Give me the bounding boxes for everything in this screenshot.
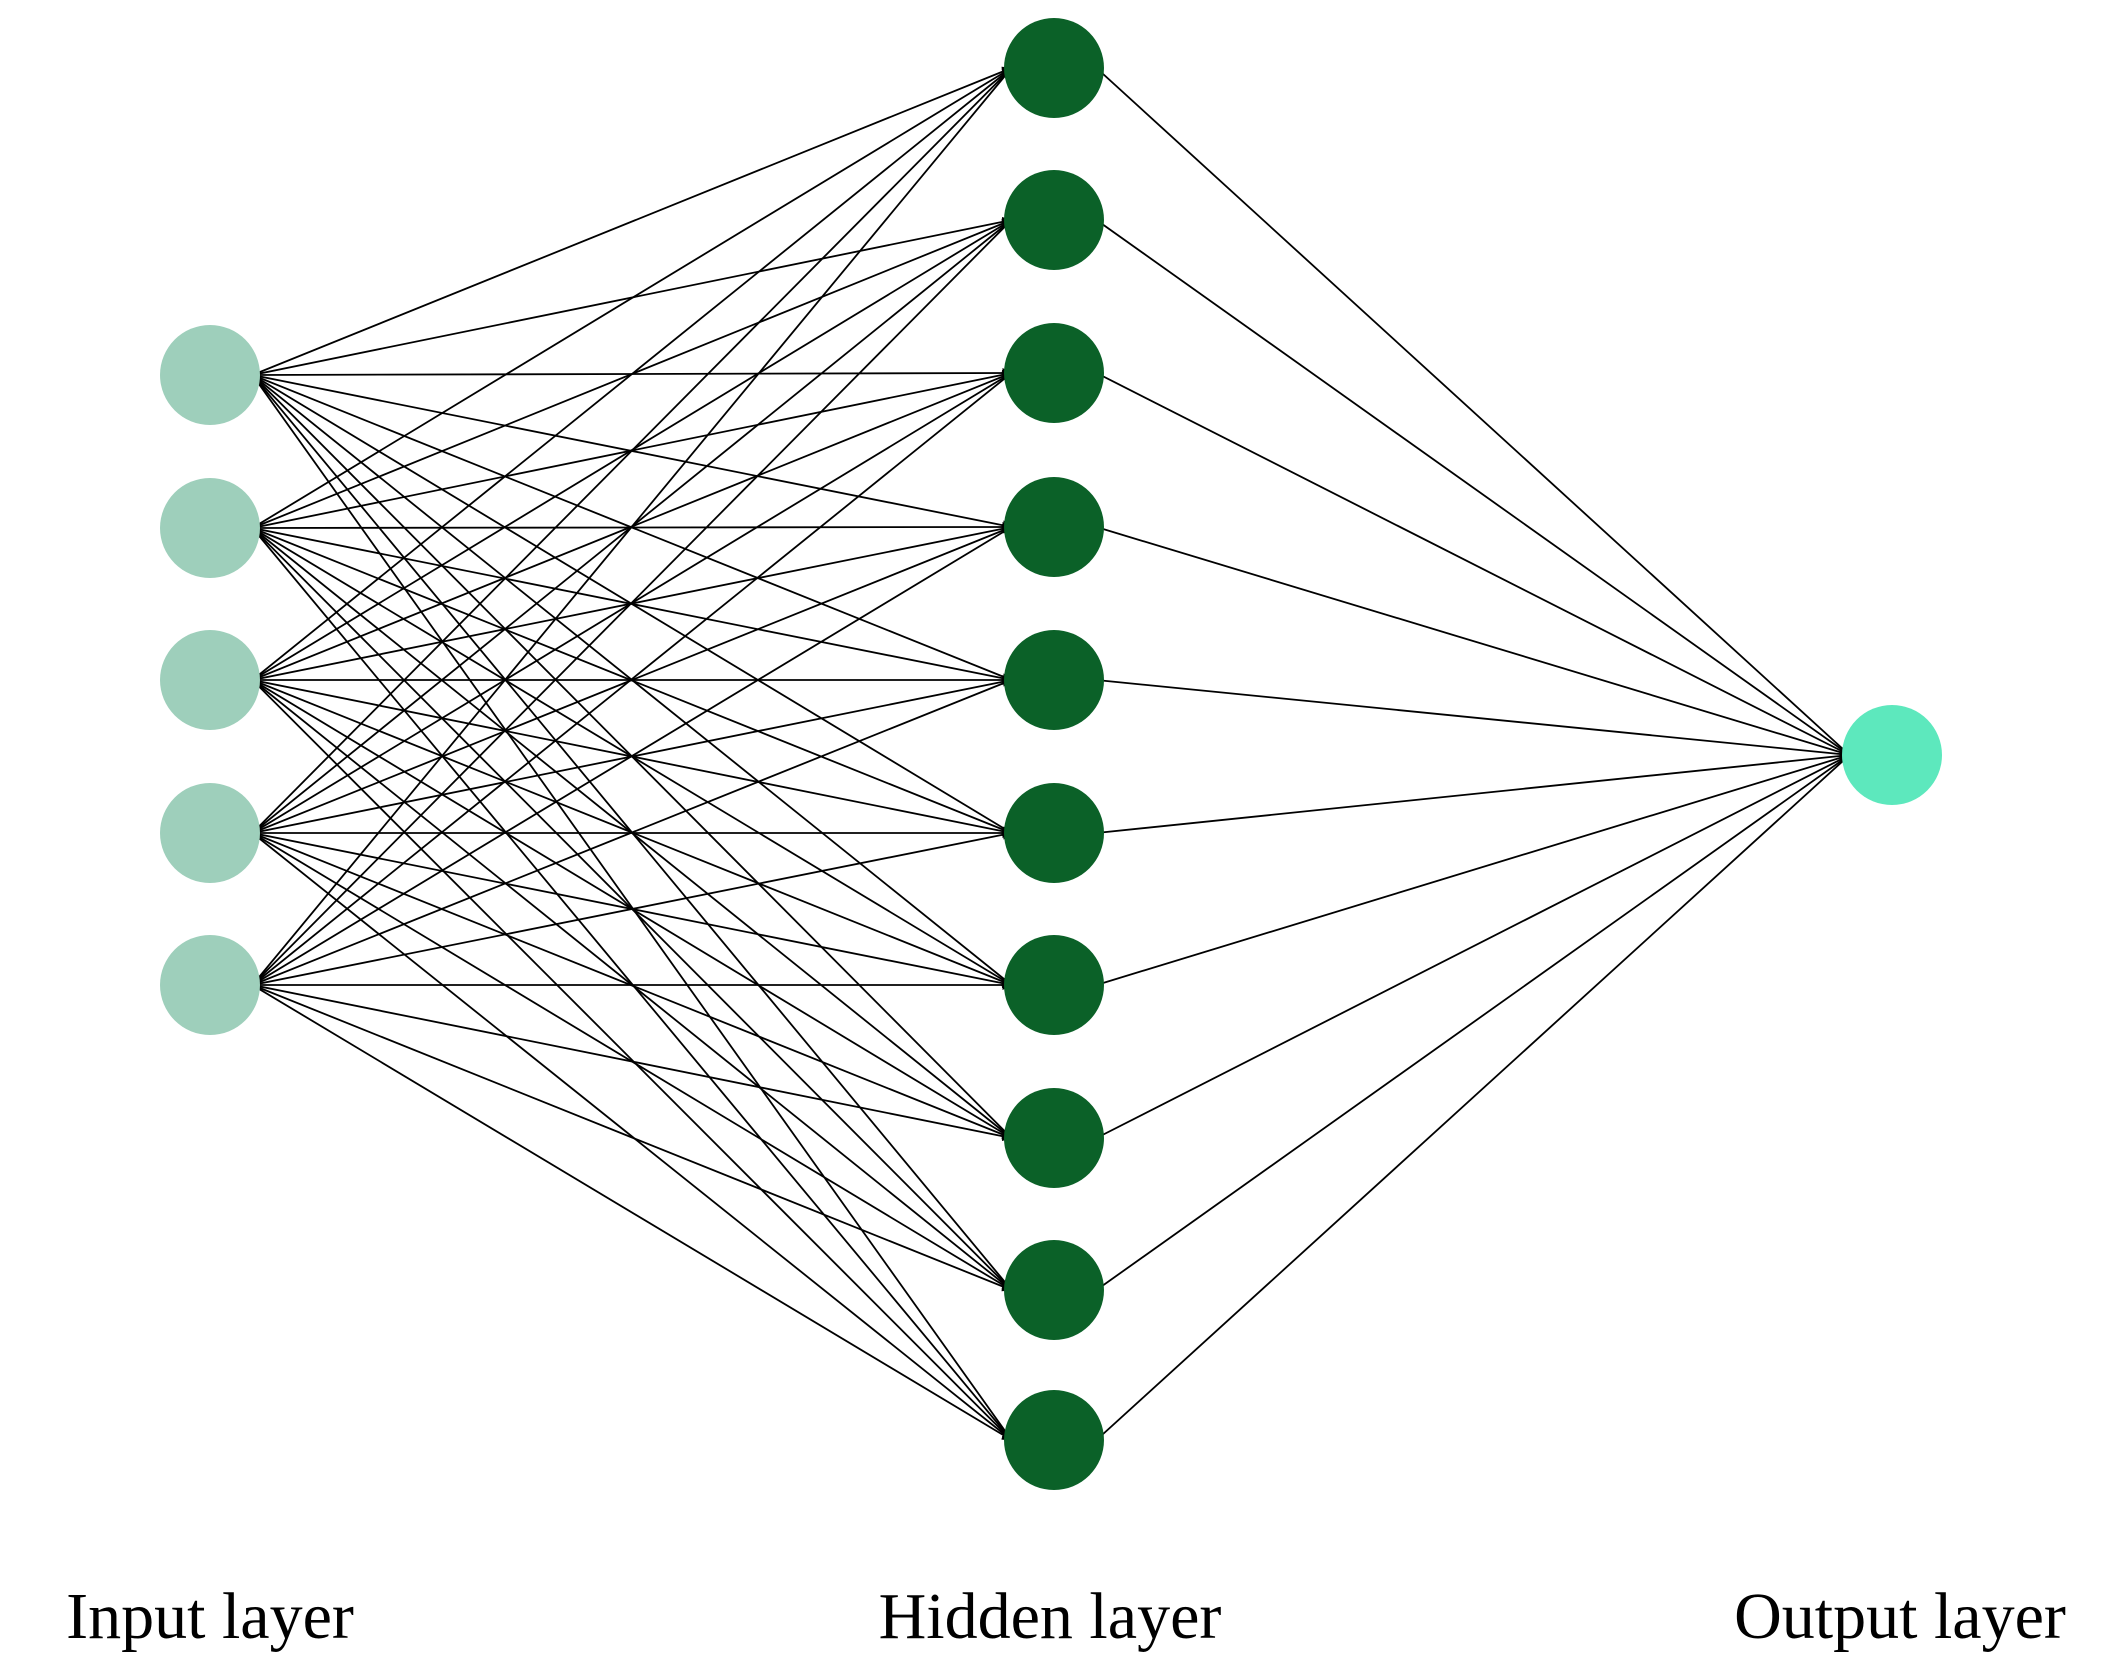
edge-hidden-2-to-output-1: [1095, 219, 1851, 756]
edge-hidden-9-to-output-1: [1095, 754, 1851, 1291]
input-layer-label: Input layer: [66, 1580, 354, 1653]
edge-input-5-to-hidden-3: [251, 372, 1013, 986]
input-neuron-5: [160, 935, 260, 1035]
hidden-neuron-10: [1004, 1390, 1104, 1490]
edge-input-5-to-hidden-6: [252, 829, 1013, 986]
edge-input-5-to-hidden-5: [252, 678, 1013, 986]
hidden-neuron-2: [1004, 170, 1104, 270]
edge-hidden-10-to-output-1: [1095, 754, 1851, 1441]
edge-input-5-to-hidden-1: [251, 67, 1013, 986]
edge-input-2-to-hidden-1: [252, 67, 1013, 529]
edge-hidden-1-to-output-1: [1095, 67, 1851, 756]
connections: [251, 66, 1851, 1441]
hidden-neuron-1: [1004, 18, 1104, 118]
edge-input-5-to-hidden-2: [251, 219, 1013, 986]
edge-input-4-to-hidden-10: [251, 832, 1013, 1441]
edge-input-1-to-hidden-1: [252, 66, 1013, 376]
edge-hidden-4-to-output-1: [1096, 526, 1851, 758]
hidden-layer-label: Hidden layer: [879, 1580, 1222, 1653]
hidden-neuron-7: [1004, 935, 1104, 1035]
hidden-neuron-6: [1004, 783, 1104, 883]
edge-input-4-to-hidden-1: [251, 67, 1013, 834]
output-layer-label: Output layer: [1734, 1580, 2066, 1653]
edge-hidden-5-to-output-1: [1096, 679, 1851, 760]
hidden-neuron-5: [1004, 630, 1104, 730]
edge-input-5-to-hidden-4: [252, 526, 1013, 986]
input-neuron-1: [160, 325, 260, 425]
hidden-neuron-4: [1004, 477, 1104, 577]
edge-input-1-to-hidden-10: [251, 374, 1013, 1441]
hidden-neuron-8: [1004, 1088, 1104, 1188]
edge-hidden-8-to-output-1: [1096, 754, 1851, 1139]
neurons: [160, 18, 1942, 1490]
edge-input-3-to-hidden-1: [251, 67, 1013, 681]
edge-input-5-to-hidden-10: [252, 984, 1013, 1441]
edge-input-3-to-hidden-10: [251, 679, 1013, 1441]
input-neuron-4: [160, 783, 260, 883]
edge-hidden-7-to-output-1: [1096, 752, 1851, 986]
output-neuron-1: [1842, 705, 1942, 805]
edge-input-5-to-hidden-9: [252, 984, 1013, 1292]
hidden-neuron-3: [1004, 323, 1104, 423]
hidden-neuron-9: [1004, 1240, 1104, 1340]
input-neuron-3: [160, 630, 260, 730]
edge-input-5-to-hidden-8: [252, 984, 1013, 1142]
input-neuron-2: [160, 478, 260, 578]
edge-hidden-3-to-output-1: [1096, 372, 1851, 756]
edge-hidden-6-to-output-1: [1096, 750, 1851, 834]
